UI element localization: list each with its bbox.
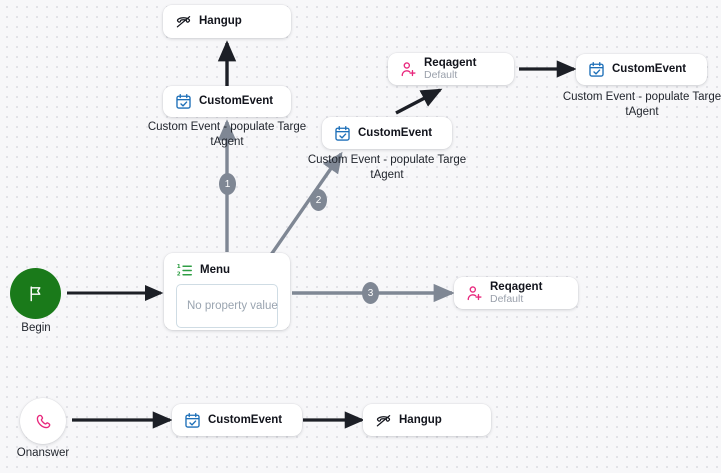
svg-text:2: 2 [177, 272, 181, 278]
node-title: Hangup [199, 15, 242, 27]
node-hangup-bottom[interactable]: Hangup [363, 404, 491, 436]
node-subtitle: Default [424, 69, 458, 81]
terminal-begin[interactable] [10, 268, 61, 319]
node-customevent-top[interactable]: CustomEvent [163, 86, 291, 117]
hangup-phone-icon [176, 16, 191, 28]
edge-caption-3: Custom Event - populate Targe tAgent [562, 91, 721, 118]
node-title: CustomEvent [358, 126, 433, 139]
menu-property-placeholder: No property value [187, 300, 278, 312]
node-title: CustomEvent [612, 63, 687, 75]
hangup-phone-icon [376, 414, 391, 426]
flag-icon [30, 286, 41, 302]
connector-badge-3[interactable]: 3 [362, 282, 379, 304]
node-title: Reqagent [424, 57, 477, 69]
node-hangup-top[interactable]: Hangup [163, 5, 291, 38]
node-customevent-bottom[interactable]: CustomEvent [172, 404, 302, 436]
node-title: Hangup [399, 413, 442, 426]
calendar-check-icon [185, 412, 200, 428]
node-title: Menu [200, 264, 231, 276]
node-menu[interactable]: 1 2 Menu No property value [164, 253, 290, 330]
node-title: Reqagent [490, 281, 543, 293]
terminal-begin-label: Begin [21, 322, 51, 334]
node-customevent-right[interactable]: CustomEvent [576, 54, 707, 85]
menu-property-input[interactable]: No property value [176, 284, 278, 328]
terminal-onanswer[interactable] [20, 398, 66, 444]
node-customevent-mid[interactable]: CustomEvent [322, 117, 452, 149]
connector-badge-1[interactable]: 1 [219, 173, 236, 195]
add-person-icon [467, 285, 482, 300]
calendar-check-icon [335, 125, 350, 141]
calendar-check-icon [589, 62, 604, 77]
terminal-onanswer-label: Onanswer [16, 447, 70, 459]
edge-caption-2: Custom Event - populate Targe tAgent [307, 154, 467, 181]
numbered-list-icon: 1 2 [177, 264, 192, 278]
node-reqagent-top[interactable]: Reqagent Default [388, 53, 514, 85]
connector-badge-2[interactable]: 2 [310, 189, 327, 211]
node-title: CustomEvent [199, 95, 274, 107]
node-subtitle: Default [490, 293, 524, 305]
phone-icon [36, 414, 50, 428]
edge-caption-1: Custom Event - populate Targe tAgent [147, 121, 307, 148]
node-title: CustomEvent [208, 413, 283, 426]
svg-text:1: 1 [177, 264, 181, 270]
node-reqagent-mid[interactable]: Reqagent Default [454, 277, 578, 309]
edge-customevent-mid-to-reqagent [395, 88, 443, 115]
calendar-check-icon [176, 94, 191, 109]
add-person-icon [401, 61, 416, 76]
